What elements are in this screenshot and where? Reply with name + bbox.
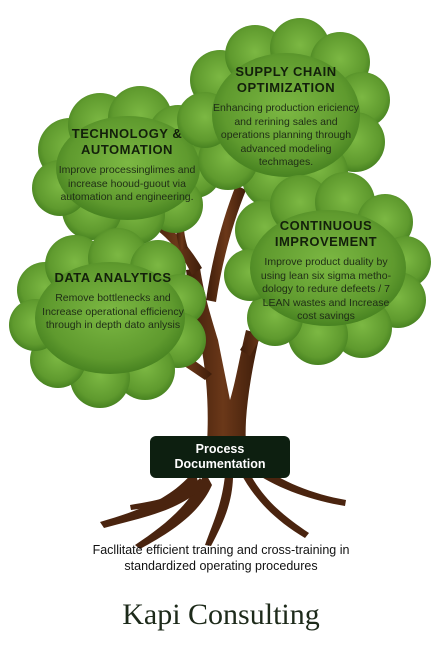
cloud-data-analytics [9,228,206,408]
technology-automation-body: Improve processinglimes and increase hoo… [58,164,196,203]
supply-chain-group: SUPPLY CHAIN OPTIMIZATION Enhancing prod… [212,64,360,170]
process-documentation-box: Process Documentation [150,436,290,478]
data-analytics-body: Remove bottlenecks and Increase operatio… [42,292,184,331]
brand-name: Kapi Consulting [122,598,320,631]
continuous-improvement-body: Improve product duality by using lean si… [260,256,392,322]
data-analytics-group: DATA ANALYTICS Remove bottlenecks and In… [38,270,188,333]
continuous-improvement-title: CONTINUOUS IMPROVEMENT [274,218,378,249]
cloud-supply-chain [177,18,390,208]
process-documentation-label: Process Documentation [174,442,266,471]
process-documentation-description: Facllitate efficient training and cross-… [92,543,350,573]
supply-chain-body: Enhancing production ericiency and rerin… [213,102,359,168]
cloud-technology [32,86,221,245]
supply-chain-title: SUPPLY CHAIN OPTIMIZATION [235,64,337,95]
cloud-continuous-improvement [224,172,431,365]
continuous-improvement-group: CONTINUOUS IMPROVEMENT Improve product d… [252,218,400,324]
technology-automation-group: TECHNOLOGY & AUTOMATION Improve processi… [52,126,202,205]
technology-automation-title: TECHNOLOGY & AUTOMATION [71,126,183,157]
data-analytics-title: DATA ANALYTICS [54,270,172,285]
